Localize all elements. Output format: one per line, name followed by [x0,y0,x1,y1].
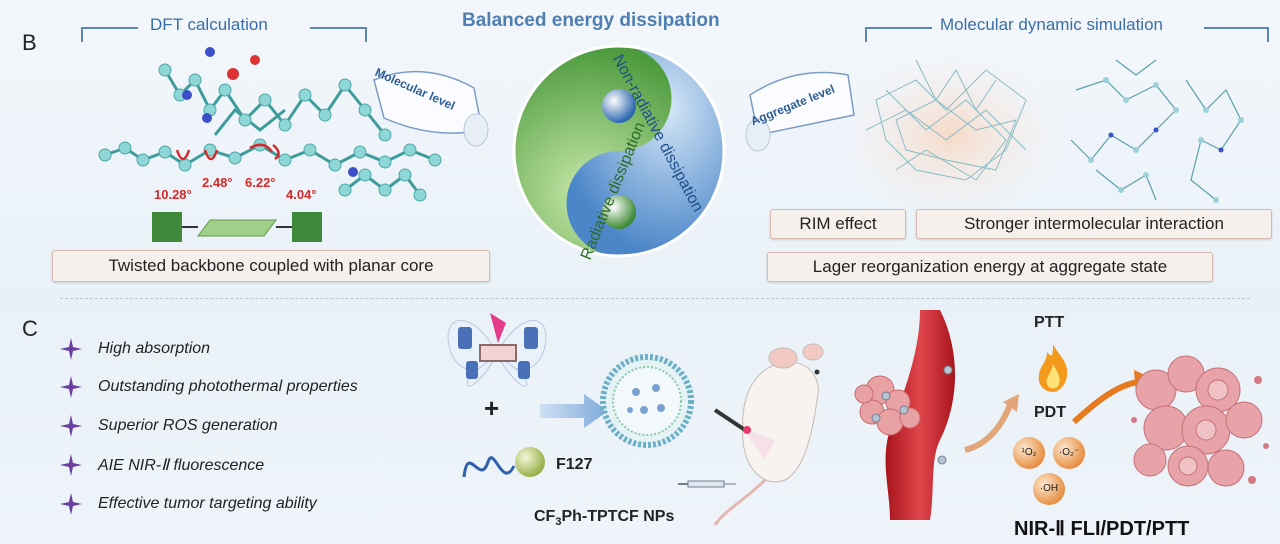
property-item: Superior ROS generation [60,415,278,437]
angle-label-1: 10.28° [154,187,192,202]
final-imaging-therapy-label: NIR-Ⅱ FLI/PDT/PTT [1014,518,1190,540]
md-title: Molecular dynamic simulation [940,15,1163,34]
syringe-icon [678,480,736,488]
molecule-structure [98,47,442,202]
aggregate-level-scroll [745,71,855,152]
property-item: AIE NIR-Ⅱ fluorescence [60,454,264,476]
np-label-sub: 3 [555,516,562,529]
property-item: High absorption [60,338,210,360]
dft-bracket [81,27,367,42]
np-label-suffix: Ph-TPTCF NPs [561,508,675,525]
planar-core-schematic [152,212,322,242]
panel-c-letter: C [22,316,38,341]
molecular-level-scroll [373,70,489,147]
pdt-label: PDT [1034,404,1066,421]
polymer-label: F127 [556,456,593,473]
angle-label-2: 2.48° [202,175,233,190]
angle-label-3: 6.22° [245,175,276,190]
yin-yang-diagram [512,44,726,258]
mouse-illustration [713,343,824,526]
stronger-interaction-label: Stronger intermolecular interaction [916,209,1272,239]
md-simulation-images [856,55,1244,210]
reorganization-energy-label: Lager reorganization energy at aggregate… [767,252,1213,282]
sparkle-icon [60,454,82,476]
center-title: Balanced energy dissipation [462,10,720,31]
sparkle-icon [60,338,82,360]
property-item: Outstanding photothermal properties [60,376,358,398]
arrow-to-therapy [964,394,1019,453]
tumor-cells-illustration [1131,355,1269,487]
ros-bubble-icon [1033,473,1065,505]
nanoparticle-icon [600,354,694,448]
panel-divider [60,298,1250,299]
property-text: High absorption [98,340,211,357]
ros-singlet-oxygen: ¹O₂ [1021,447,1037,458]
property-text: Superior ROS generation [98,417,278,434]
arrow-to-nanoparticle [540,394,608,428]
property-item: Effective tumor targeting ability [60,493,317,515]
ros-bubble-icon [1013,437,1045,469]
ros-superoxide: ·O₂⁻ [1058,447,1080,458]
sparkle-icon [60,376,82,398]
sparkle-icon [60,493,82,515]
tumor-vessel-illustration [854,310,955,520]
flame-icon [1038,344,1068,392]
md-bracket [865,27,1269,42]
twisted-backbone-label: Twisted backbone coupled with planar cor… [52,250,490,282]
ros-bubble-icon [1053,437,1085,469]
polymer-icon [462,447,545,478]
molecule-icon [447,313,547,387]
angle-label-4: 4.04° [286,187,317,202]
np-label-prefix: CF [534,508,556,525]
rim-effect-label: RIM effect [770,209,906,239]
panel-b-letter: B [22,30,37,55]
nanoparticle-label: CF3Ph-TPTCF NPs [534,508,674,528]
property-text: Effective tumor targeting ability [98,495,317,512]
dft-title: DFT calculation [150,15,268,34]
ptt-label: PTT [1034,314,1065,331]
ros-hydroxyl: ·OH [1039,483,1059,494]
plus-sign: + [484,393,500,423]
sparkle-icon [60,415,82,437]
property-text: AIE NIR-Ⅱ fluorescence [98,457,265,474]
property-text: Outstanding photothermal properties [98,378,358,395]
